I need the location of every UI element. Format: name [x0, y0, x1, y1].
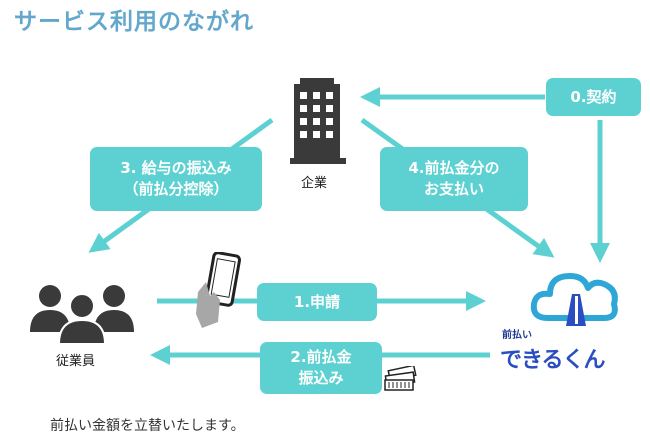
step-contract-label: 0.契約 [570, 87, 617, 106]
step-payment-line2: お支払い [423, 180, 484, 198]
smartphone-hand-icon [196, 252, 242, 328]
service-logo-small: 前払い [502, 330, 532, 341]
step-salary-line1: 3. 給与の振込み [120, 159, 232, 177]
step-transfer-line1: 2.前払金 [290, 348, 352, 366]
step-transfer-line2: 振込み [298, 369, 344, 387]
step-contract: 0.契約 [546, 78, 641, 116]
step-apply: 1.申請 [257, 283, 377, 321]
company-label: 企業 [301, 176, 328, 191]
footnote: 前払い金額を立替いたします。 [50, 418, 245, 434]
people-icon [30, 285, 134, 345]
step-payment-line1: 4.前払金分の [408, 159, 500, 177]
step-salary-line2: （前払分控除） [123, 180, 229, 198]
step-payment: 4.前払金分の お支払い [380, 147, 528, 211]
building-icon [290, 78, 346, 164]
step-apply-label: 1.申請 [293, 292, 341, 311]
employee-label: 従業員 [56, 354, 96, 369]
service-logo-name: できるくん [500, 348, 606, 373]
cloud-logo-icon [530, 273, 618, 326]
page-title: サービス利用のながれ [14, 9, 254, 35]
step-salary: 3. 給与の振込み （前払分控除） [90, 147, 262, 211]
step-transfer: 2.前払金 振込み [260, 342, 382, 394]
money-stack-icon [384, 366, 417, 391]
